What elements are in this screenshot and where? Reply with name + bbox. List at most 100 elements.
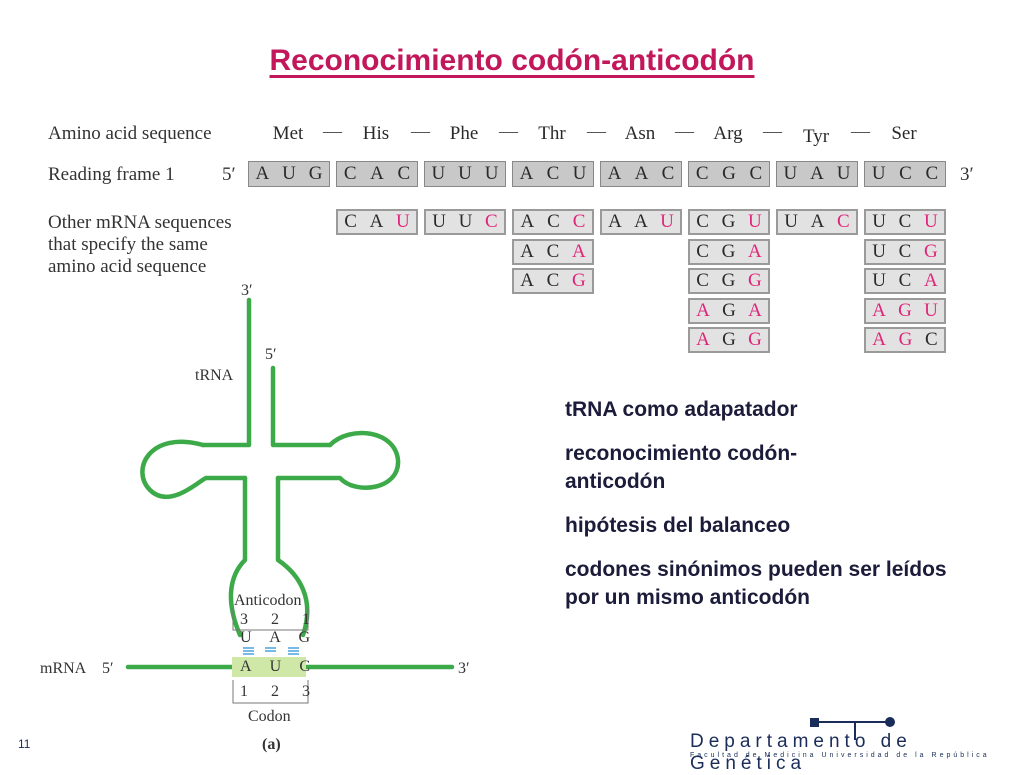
base: G bbox=[898, 329, 913, 350]
codon-bracket bbox=[232, 680, 309, 704]
base: A bbox=[369, 211, 384, 232]
base: A bbox=[696, 329, 710, 350]
amino-acid-tyr: Tyr bbox=[802, 126, 830, 147]
trna-stem-right bbox=[275, 475, 310, 638]
anticodon-bracket bbox=[232, 608, 309, 631]
anticodon-base-2: A bbox=[269, 629, 281, 646]
base: G bbox=[898, 300, 912, 321]
anticodon-base-3: G bbox=[298, 629, 310, 646]
amino-acid-ser: Ser bbox=[891, 123, 917, 144]
base: A bbox=[872, 329, 887, 350]
bullet-item: hipótesis del balanceo bbox=[565, 514, 791, 537]
base: A bbox=[608, 211, 622, 232]
base: G bbox=[308, 163, 323, 184]
base: U bbox=[784, 211, 799, 232]
base: A bbox=[634, 211, 648, 232]
amino-acid-thr: Thr bbox=[538, 123, 566, 144]
base: A bbox=[520, 241, 535, 262]
base: C bbox=[696, 211, 709, 232]
base: C bbox=[661, 163, 675, 184]
codon-base-2: U bbox=[269, 658, 282, 675]
base: C bbox=[572, 211, 586, 232]
anticodon-label: Anticodon bbox=[234, 592, 302, 609]
amino-acid-met: Met bbox=[272, 123, 304, 144]
base: A bbox=[810, 211, 825, 232]
codon-label: Codon bbox=[248, 708, 291, 725]
base: C bbox=[924, 329, 938, 350]
panel-label: (a) bbox=[262, 736, 281, 753]
base: U bbox=[431, 163, 446, 184]
amino-acid-separator: — bbox=[411, 121, 430, 142]
codon-positions: 1 2 3 bbox=[240, 683, 310, 701]
base: C bbox=[547, 211, 560, 232]
trna-3prime-label: 3′ bbox=[241, 282, 253, 299]
amino-acid-separator: — bbox=[851, 121, 870, 142]
base: G bbox=[571, 270, 586, 291]
codon-base-1: A bbox=[240, 658, 252, 675]
base: A bbox=[607, 163, 622, 184]
base: A bbox=[923, 270, 938, 291]
base: C bbox=[749, 163, 763, 184]
base: U bbox=[395, 211, 410, 232]
base: U bbox=[924, 300, 938, 321]
base: C bbox=[696, 270, 709, 291]
trna-stem-left bbox=[228, 475, 248, 638]
anticodon-bases: U A G bbox=[240, 629, 310, 647]
base: C bbox=[546, 163, 560, 184]
reading-frame-3prime: 3′ bbox=[960, 164, 974, 185]
amino-acid-separator: — bbox=[675, 121, 694, 142]
base: C bbox=[484, 211, 498, 232]
mrna-label: mRNA bbox=[40, 660, 87, 677]
base: G bbox=[747, 270, 762, 291]
base: A bbox=[810, 163, 824, 184]
amino-acid-separator: — bbox=[763, 121, 782, 142]
base: A bbox=[696, 300, 710, 321]
mrna-3prime-label: 3′ bbox=[458, 660, 470, 677]
amino-acid-arg: Arg bbox=[713, 123, 743, 144]
base: G bbox=[748, 329, 762, 350]
base: C bbox=[899, 163, 912, 184]
other-mrna-label-line1: Other mRNA sequences bbox=[48, 212, 232, 233]
base: U bbox=[458, 211, 473, 232]
base: U bbox=[872, 270, 887, 291]
base: U bbox=[660, 211, 674, 232]
dept-logo-mark bbox=[810, 717, 895, 740]
base: A bbox=[634, 163, 649, 184]
base: A bbox=[747, 241, 762, 262]
base: U bbox=[783, 163, 798, 184]
amino-acid-asn: Asn bbox=[624, 123, 656, 144]
trna-5prime-label: 5′ bbox=[265, 346, 277, 363]
base: A bbox=[571, 241, 586, 262]
base: U bbox=[747, 211, 762, 232]
slide-title: Reconocimiento codón-anticodón bbox=[269, 44, 755, 77]
base: A bbox=[255, 163, 270, 184]
codon-pos-2: 2 bbox=[271, 683, 279, 700]
codon-base-3: C bbox=[299, 658, 310, 675]
base: A bbox=[520, 270, 535, 291]
trna-label: tRNA bbox=[195, 367, 234, 384]
base: C bbox=[898, 270, 912, 291]
department-subtitle: Facultad de Medicina Universidad de la R… bbox=[690, 752, 990, 759]
anticodon-base-1: U bbox=[240, 629, 252, 646]
base: C bbox=[696, 241, 709, 262]
base: C bbox=[546, 241, 560, 262]
